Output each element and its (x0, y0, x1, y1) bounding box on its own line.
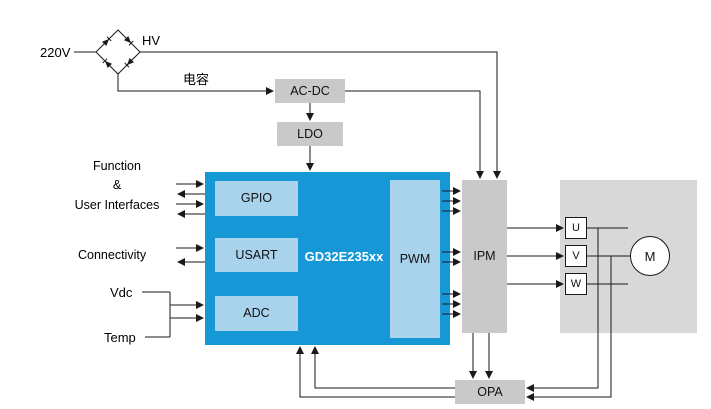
block-adc: ADC (215, 296, 298, 331)
ipm-to-phase-arrows (507, 224, 564, 288)
block-ipm: IPM (462, 180, 507, 333)
phase-to-motor-wires (587, 227, 632, 285)
label-function-line1: Function (93, 159, 141, 173)
block-gpio: GPIO (215, 181, 298, 216)
label-function-line2: & (112, 178, 122, 193)
label-function-user-interfaces: Function & User Interfaces (60, 157, 174, 215)
label-temp: Temp (104, 330, 136, 345)
block-ldo: LDO (277, 122, 343, 146)
label-220v: 220V (40, 45, 71, 60)
label-capacitor: 电容 (183, 72, 210, 87)
mcu-part-number: GD32E235xx (304, 249, 384, 264)
block-usart: USART (215, 238, 298, 272)
pwm-to-ipm-arrows (442, 187, 461, 318)
motor-symbol: M (630, 236, 670, 276)
block-opa: OPA (455, 380, 525, 404)
label-connectivity: Connectivity (78, 248, 147, 262)
phase-box-w: W (565, 273, 587, 295)
label-hv: HV (142, 33, 161, 48)
phase-box-u: U (565, 217, 587, 239)
power-wires (74, 51, 501, 179)
bridge-rectifier-icon (95, 29, 141, 75)
block-acdc: AC-DC (275, 79, 345, 103)
feedback-wires (296, 228, 612, 401)
left-io-arrows (142, 180, 205, 338)
label-vdc: Vdc (110, 285, 133, 300)
block-pwm: PWM (390, 180, 440, 338)
label-function-line3: User Interfaces (74, 197, 160, 212)
phase-box-v: V (565, 245, 587, 267)
